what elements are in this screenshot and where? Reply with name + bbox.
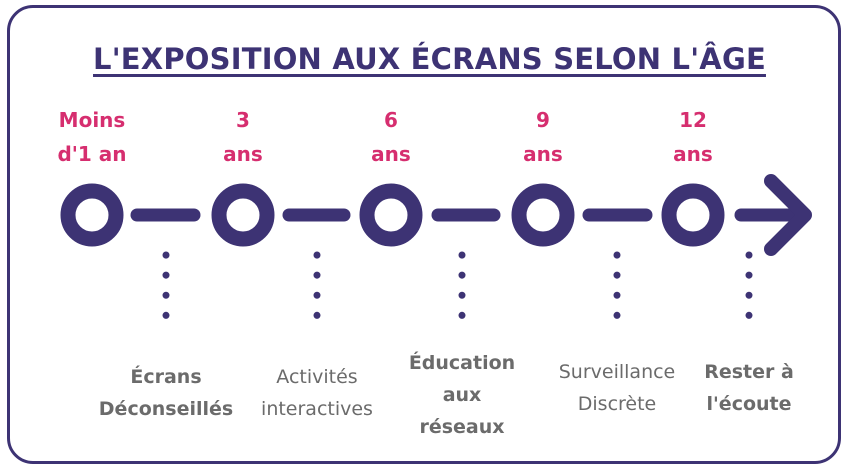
node-0 <box>60 183 124 247</box>
node-2 <box>359 183 423 247</box>
arrow-head-icon <box>764 174 812 256</box>
diagram-frame <box>7 5 841 464</box>
node-1 <box>211 183 275 247</box>
page-title: L'EXPOSITION AUX ÉCRANS SELON L'ÂGE <box>93 42 766 76</box>
node-3 <box>511 183 575 247</box>
node-4 <box>661 183 725 247</box>
